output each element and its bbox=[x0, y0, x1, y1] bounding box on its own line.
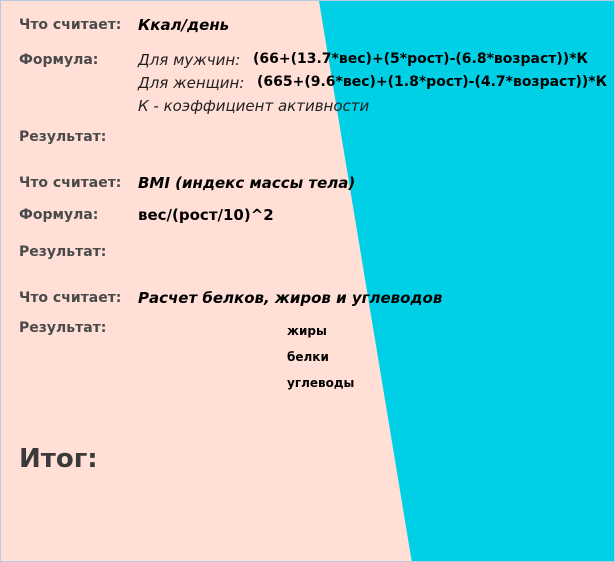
calories-what-value: Ккал/день bbox=[138, 16, 230, 34]
activity-coefficient-note: К - коэффициент активности bbox=[138, 97, 370, 115]
macro-carbs-label: углеводы bbox=[287, 376, 355, 390]
macro-proteins-label: белки bbox=[287, 350, 329, 364]
calories-result-label: Результат: bbox=[19, 129, 107, 145]
women-formula: (665+(9.6*вес)+(1.8*рост)-(4.7*возраст))… bbox=[257, 74, 608, 90]
bmi-formula: вес/(рост/10)^2 bbox=[138, 206, 274, 224]
men-formula: (66+(13.7*вес)+(5*рост)-(6.8*возраст))*К bbox=[253, 51, 588, 67]
macro-fats-label: жиры bbox=[287, 324, 327, 338]
macros-result-label: Результат: bbox=[19, 320, 107, 336]
macros-what-value: Расчет белков, жиров и углеводов bbox=[138, 289, 443, 307]
total-label: Итог: bbox=[19, 444, 98, 474]
bmi-what-label: Что считает: bbox=[19, 175, 122, 191]
bmi-formula-label: Формула: bbox=[19, 207, 99, 223]
calories-formula-label: Формула: bbox=[19, 52, 99, 68]
women-formula-caption: Для женщин: bbox=[138, 74, 245, 92]
bmi-what-value: BMI (индекс массы тела) bbox=[138, 174, 356, 192]
men-formula-caption: Для мужчин: bbox=[138, 51, 241, 69]
calories-what-label: Что считает: bbox=[19, 17, 122, 33]
macros-what-label: Что считает: bbox=[19, 290, 122, 306]
bmi-result-label: Результат: bbox=[19, 244, 107, 260]
